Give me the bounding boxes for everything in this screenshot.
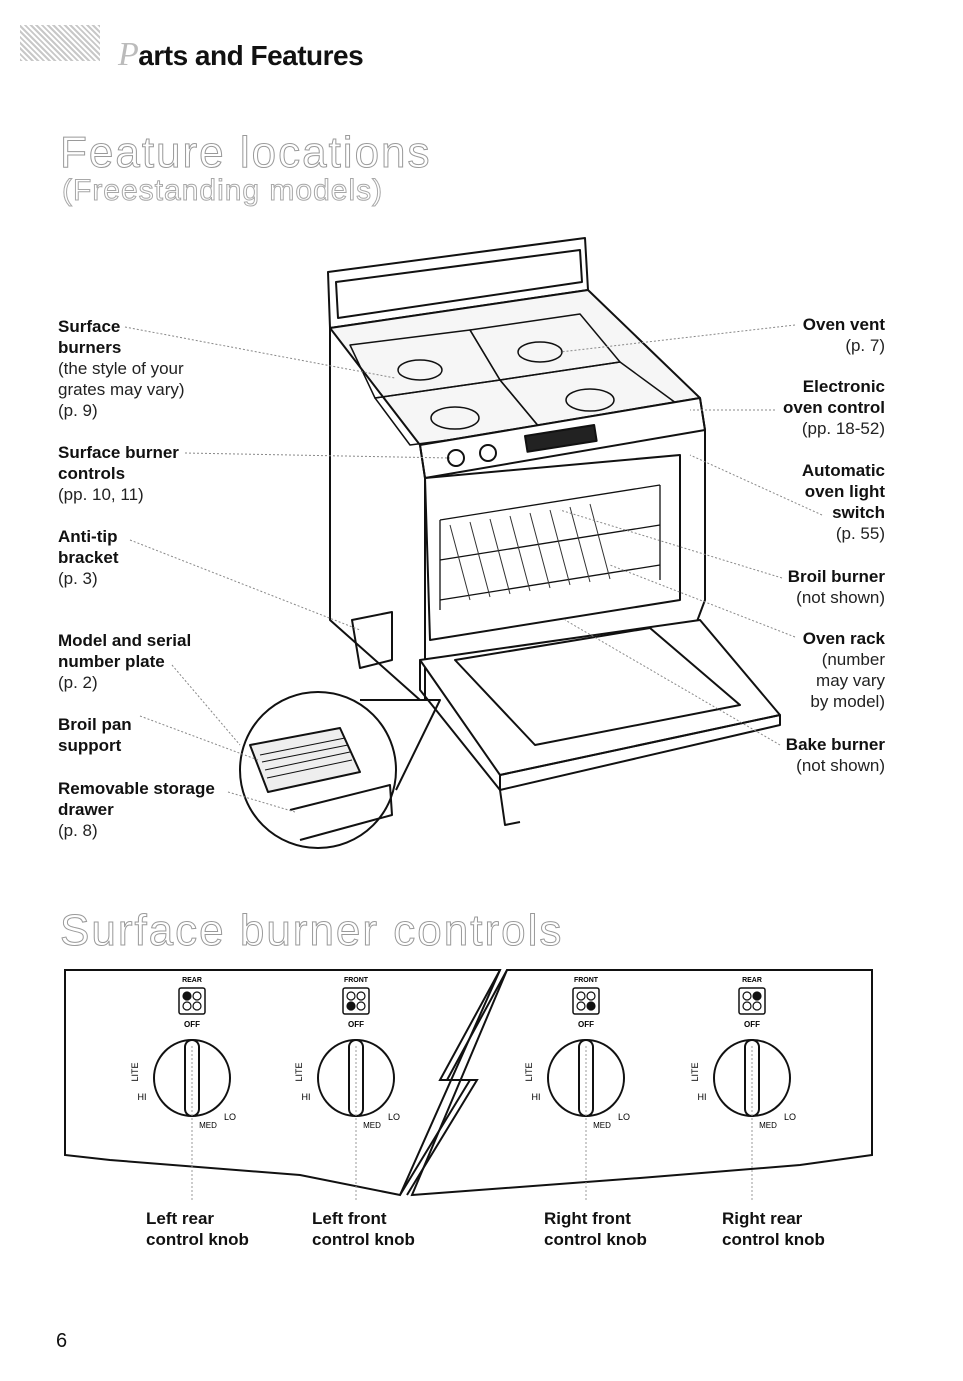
- callout-surface-burners: Surface burners (the style of your grate…: [58, 317, 185, 420]
- knob-med-label: MED: [593, 1121, 611, 1130]
- burner-position-dot: [586, 1001, 596, 1011]
- knob-lo-label: LO: [618, 1112, 630, 1122]
- knob-lite-label: LITE: [690, 1062, 700, 1081]
- knob-hi-label: HI: [532, 1092, 541, 1102]
- page-header: Parts and Features: [118, 36, 364, 74]
- callout-anti-tip-bracket: Anti-tip bracket (p. 3): [58, 527, 119, 588]
- burner-indicator-icon: [342, 987, 370, 1015]
- burner-indicator-icon: [738, 987, 766, 1015]
- callout-storage-drawer: Removable storage drawer (p. 8): [58, 779, 215, 840]
- burner-position-dot: [752, 991, 762, 1001]
- burner-position-dot: [182, 1001, 192, 1011]
- knob-position-label: REAR: [182, 977, 202, 984]
- callout-oven-rack: Oven rack (number may vary by model): [802, 629, 885, 711]
- callout-broil-pan-support: Broil pan support: [58, 715, 132, 755]
- knob-med-label: MED: [759, 1121, 777, 1130]
- callout-broil-burner: Broil burner (not shown): [787, 567, 885, 607]
- burner-position-dot: [192, 991, 202, 1001]
- section-title-feature-locations: Feature locations: [60, 128, 432, 178]
- header-title: arts and Features: [138, 40, 364, 71]
- knob-label-left-rear: Left rear control knob: [146, 1209, 249, 1249]
- knob-lo-label: LO: [388, 1112, 400, 1122]
- burner-position-dot: [192, 1001, 202, 1011]
- knob-med-label: MED: [363, 1121, 381, 1130]
- header-pattern: [20, 25, 100, 61]
- burner-position-dot: [576, 991, 586, 1001]
- burner-position-dot: [356, 1001, 366, 1011]
- knob-lite-label: LITE: [130, 1062, 140, 1081]
- header-initial: P: [118, 36, 139, 73]
- burner-position-dot: [576, 1001, 586, 1011]
- callout-automatic-oven-light: Automatic oven light switch (p. 55): [801, 461, 885, 543]
- knob-med-label: MED: [199, 1121, 217, 1130]
- burner-position-dot: [742, 991, 752, 1001]
- knob-position-label: FRONT: [344, 977, 369, 984]
- knob-off-label: OFF: [348, 1020, 364, 1029]
- burner-position-dot: [356, 991, 366, 1001]
- knob-lite-label: LITE: [524, 1062, 534, 1081]
- callout-bake-burner: Bake burner (not shown): [785, 735, 885, 775]
- knob-position-label: FRONT: [574, 977, 599, 984]
- callout-model-serial-plate: Model and serial number plate (p. 2): [58, 631, 192, 692]
- burner-position-dot: [182, 991, 192, 1001]
- knob-hi-label: HI: [698, 1092, 707, 1102]
- knob-off-label: OFF: [184, 1020, 200, 1029]
- burner-position-dot: [586, 991, 596, 1001]
- burner-position-dot: [346, 1001, 356, 1011]
- section-subtitle: (Freestanding models): [61, 174, 384, 208]
- knob-label-right-front: Right front control knob: [544, 1209, 647, 1249]
- knob-hi-label: HI: [302, 1092, 311, 1102]
- burner-indicator-icon: [572, 987, 600, 1015]
- knob-off-label: OFF: [744, 1020, 760, 1029]
- knob-label-right-rear: Right rear control knob: [722, 1209, 825, 1249]
- callout-oven-vent: Oven vent (p. 7): [802, 315, 885, 355]
- knob-off-label: OFF: [578, 1020, 594, 1029]
- callout-surface-burner-controls: Surface burner controls (pp. 10, 11): [58, 443, 179, 504]
- section-title-surface-burner-controls: Surface burner controls: [59, 906, 564, 956]
- control-panel-diagram: REAR OFF LITE HI MED LO FRONT OFF LITE HI MED LO FRO…: [64, 969, 873, 1200]
- page-number: 6: [56, 1330, 68, 1352]
- callout-electronic-oven-control: Electronic oven control (pp. 18-52): [782, 377, 885, 438]
- knob-lo-label: LO: [224, 1112, 236, 1122]
- burner-position-dot: [742, 1001, 752, 1011]
- burner-indicator-icon: [178, 987, 206, 1015]
- burner-position-dot: [752, 1001, 762, 1011]
- knob-hi-label: HI: [138, 1092, 147, 1102]
- burner-position-dot: [346, 991, 356, 1001]
- knob-position-label: REAR: [742, 977, 762, 984]
- knob-lite-label: LITE: [294, 1062, 304, 1081]
- knob-lo-label: LO: [784, 1112, 796, 1122]
- knob-label-left-front: Left front control knob: [312, 1209, 415, 1249]
